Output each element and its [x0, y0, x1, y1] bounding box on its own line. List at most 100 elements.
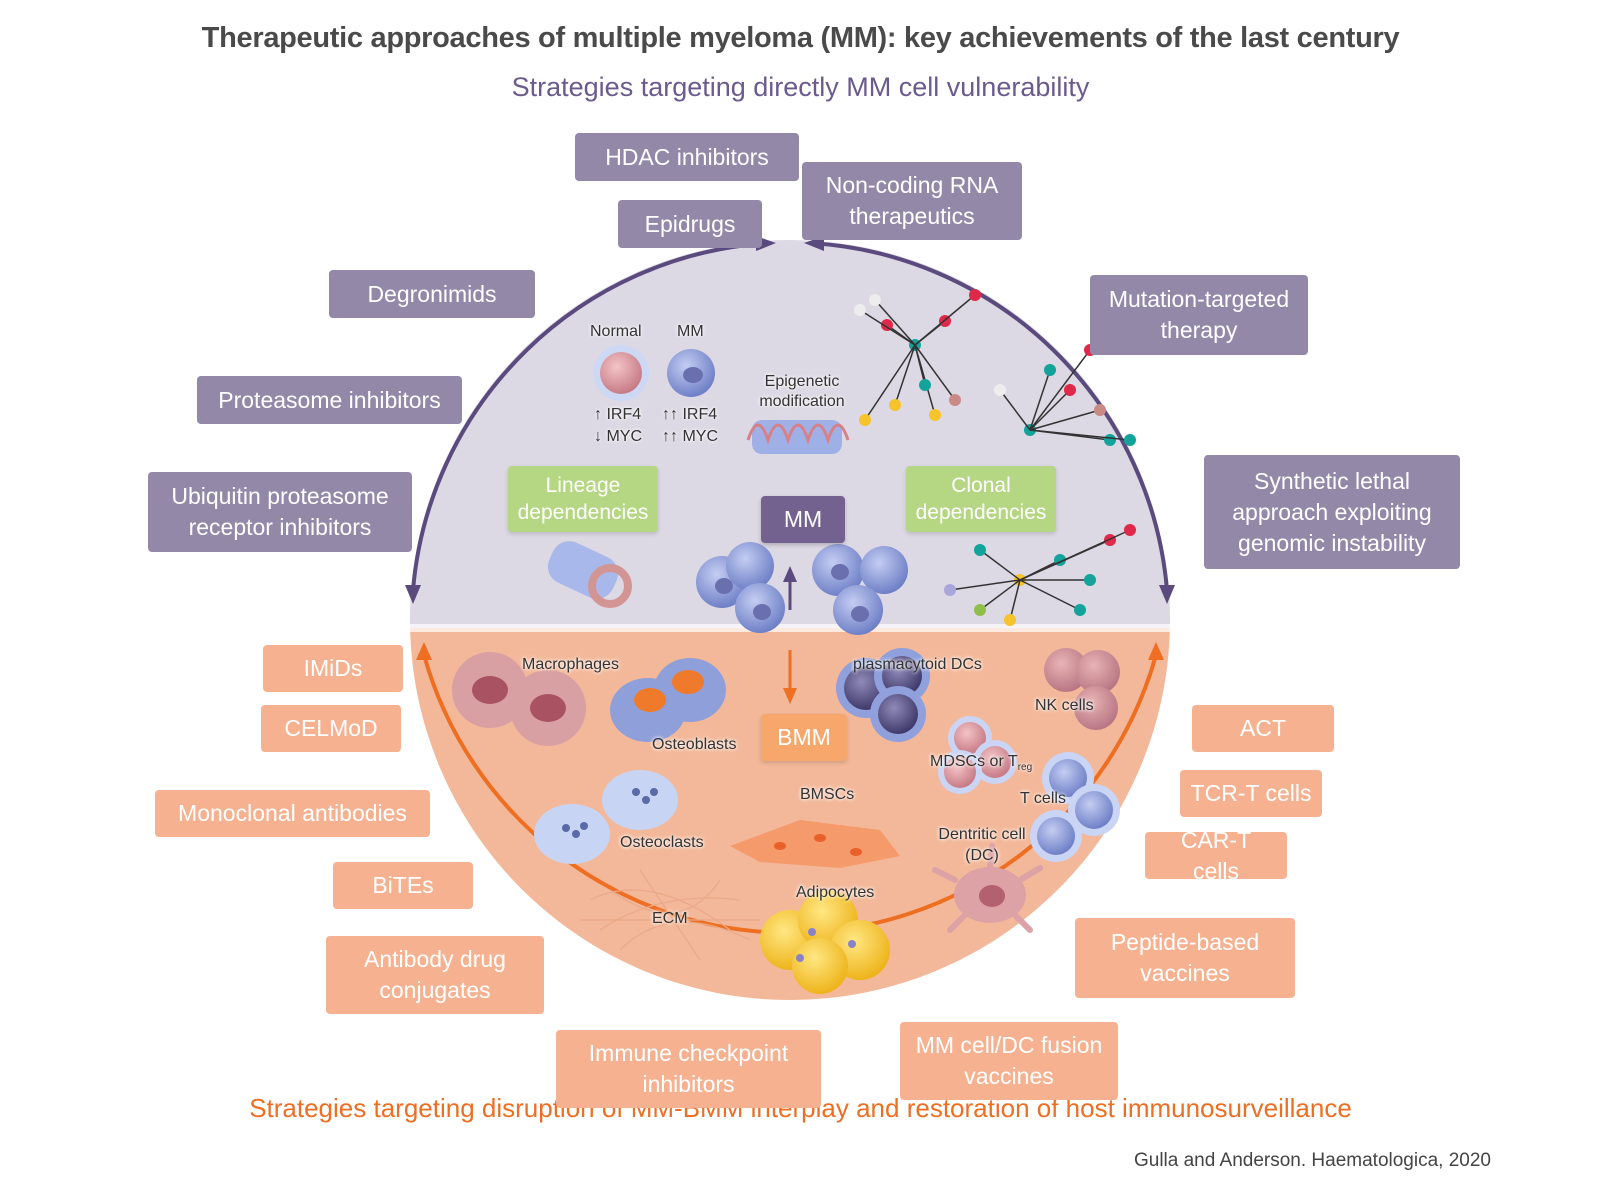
- tree-node: [854, 304, 866, 316]
- arrowhead-icon: [783, 566, 797, 582]
- tree-node: [1004, 614, 1016, 626]
- strategy-noncoding-rna: Non-coding RNA therapeutics: [802, 162, 1022, 240]
- bmsc-cells: [730, 820, 900, 868]
- dendritic-cell-label-line2: (DC): [965, 847, 999, 864]
- arrowhead-icon: [405, 585, 421, 604]
- mdscs-label: MDSCs or Treg: [930, 753, 1033, 774]
- mdsc-cells: [938, 716, 1017, 794]
- strategy-peptide-vaccines: Peptide-based vaccines: [1075, 918, 1295, 998]
- adipocytes-label: Adipocytes: [796, 884, 875, 901]
- tree-node: [859, 414, 871, 426]
- tree-branch: [1009, 579, 1021, 621]
- bmm-label: BMM: [761, 714, 847, 761]
- tree-branch: [1029, 369, 1051, 431]
- strategy-ubiquitin-receptor-inhibitors: Ubiquitin proteasome receptor inhibitors: [148, 472, 412, 552]
- tree-node: [969, 289, 981, 301]
- arrowhead-icon: [783, 688, 797, 704]
- tree-branch: [979, 579, 1021, 611]
- tree-branch: [1029, 349, 1091, 431]
- clonal-evolution-trees: [854, 289, 1136, 626]
- tree-node: [881, 319, 893, 331]
- nk-cells-label: NK cells: [1035, 697, 1094, 714]
- strategy-bites: BiTEs: [333, 862, 473, 909]
- arrowhead-icon: [1159, 585, 1175, 604]
- t-cells: [1030, 752, 1120, 862]
- dendritic-cell-label-line1: Dentritic cell: [938, 826, 1026, 843]
- direct-strategies-heading: Strategies targeting directly MM cell vu…: [511, 72, 1090, 102]
- compartment-divider: [400, 624, 1180, 632]
- tree-branch: [1029, 409, 1101, 431]
- tree-node: [1084, 574, 1096, 586]
- arrowhead-icon: [416, 642, 432, 660]
- normal-cell-label: Normal: [590, 323, 642, 340]
- nk-cells: [1044, 648, 1120, 730]
- ecm-fibers: [580, 869, 760, 961]
- strategy-epidrugs: Epidrugs: [618, 200, 762, 248]
- tree-node: [1094, 404, 1106, 416]
- tree-branch: [1019, 579, 1081, 611]
- strategy-immune-checkpoint-inhibitors: Immune checkpoint inhibitors: [556, 1030, 821, 1108]
- tree-node: [1064, 384, 1076, 396]
- tree-node: [1104, 434, 1116, 446]
- nucleosome-icon: [746, 420, 850, 454]
- bmscs-label: BMSCs: [800, 786, 855, 803]
- macrophages-label: Macrophages: [522, 656, 619, 673]
- lineage-dependencies-label: Lineage dependencies: [508, 466, 658, 532]
- tree-node: [1104, 534, 1116, 546]
- purple-arc-right: [809, 241, 1169, 591]
- strategy-proteasome-inhibitors: Proteasome inhibitors: [197, 376, 462, 424]
- tree-branch: [949, 579, 1021, 591]
- tree-node: [869, 294, 881, 306]
- tree-branch: [914, 294, 976, 346]
- plasmacytoid-dcs-label: plasmacytoid DCs: [853, 656, 982, 673]
- tree-branch: [1019, 529, 1131, 581]
- tree-node: [889, 399, 901, 411]
- tree-branch: [874, 299, 916, 346]
- tree-branch: [859, 309, 916, 346]
- purple-arc-left: [411, 241, 771, 591]
- tree-node: [919, 379, 931, 391]
- tree-branch: [914, 344, 926, 386]
- tree-branch: [979, 549, 1021, 581]
- citation: Gulla and Anderson. Haematologica, 2020: [1133, 1150, 1491, 1171]
- strategy-antibody-drug-conjugates: Antibody drug conjugates: [326, 936, 544, 1014]
- mm-label: MM: [761, 496, 845, 543]
- osteoblasts-label: Osteoblasts: [652, 736, 737, 753]
- dendritic-cell: [932, 843, 1043, 933]
- strategy-car-t-cells: CAR-T cells: [1145, 827, 1287, 884]
- t-cells-label: T cells: [1020, 790, 1066, 807]
- osteoclasts-label: Osteoclasts: [620, 834, 704, 851]
- strategy-act: ACT: [1192, 705, 1334, 752]
- strategy-tcr-t-cells: TCR-T cells: [1180, 770, 1322, 817]
- mm-myc: ↑↑ MYC: [662, 428, 718, 445]
- macrophage-cells: [452, 652, 586, 746]
- strategy-synthetic-lethal: Synthetic lethal approach exploiting gen…: [1204, 455, 1460, 569]
- tree-node: [974, 544, 986, 556]
- normal-myc: ↓ MYC: [594, 428, 642, 445]
- tree-node: [944, 584, 956, 596]
- tree-node: [929, 409, 941, 421]
- normal-irf4: ↑ IRF4: [594, 406, 642, 423]
- strategy-monoclonal-antibodies: Monoclonal antibodies: [155, 790, 430, 837]
- strategy-hdac-inhibitors: HDAC inhibitors: [575, 133, 799, 181]
- mm-cell-label: MM: [677, 323, 704, 340]
- tree-branch: [1029, 429, 1131, 441]
- osteoclast-cells: [534, 770, 678, 864]
- osteoblast-cells: [610, 658, 726, 742]
- mm-cell-cluster: [696, 542, 908, 635]
- epigenetic-label: Epigenetic modification: [759, 373, 845, 410]
- strategy-mm-dc-fusion-vaccines: MM cell/DC fusion vaccines: [900, 1022, 1118, 1100]
- adipocyte-cells: [760, 890, 890, 994]
- strategy-celmod: CELMoD: [261, 705, 401, 752]
- tree-node: [974, 604, 986, 616]
- proteasome-icon: [547, 541, 632, 608]
- tree-node: [1124, 434, 1136, 446]
- tree-branch: [1029, 389, 1071, 431]
- tree-node: [994, 384, 1006, 396]
- strategy-mutation-targeted: Mutation-targeted therapy: [1090, 275, 1308, 355]
- page-title: Therapeutic approaches of multiple myelo…: [201, 22, 1400, 54]
- tree-branch: [864, 344, 916, 421]
- tree-node: [1074, 604, 1086, 616]
- plasmacytoid-dc-cells: [836, 648, 930, 742]
